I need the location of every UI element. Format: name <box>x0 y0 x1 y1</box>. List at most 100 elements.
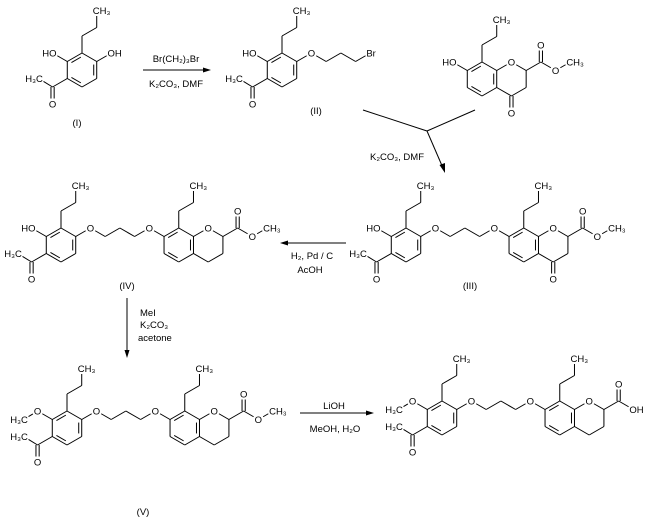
atom-label-h3c: H₃C <box>10 432 28 443</box>
compound-label-IV: (IV) <box>119 281 134 292</box>
bond <box>417 403 428 410</box>
bond <box>199 413 210 420</box>
atom-label-oh: OH <box>107 49 121 60</box>
bond <box>420 230 431 237</box>
bond <box>178 202 194 212</box>
aromatic-inner-bond <box>173 434 184 442</box>
atom-label-ch3: CH₃ <box>78 364 96 375</box>
bond <box>391 253 407 263</box>
bond <box>153 230 165 237</box>
bond <box>467 87 483 97</box>
bond <box>96 55 107 62</box>
reaction-arrow-step5: LiOH MeOH, H₂O <box>300 401 374 435</box>
atom-label-o: O <box>34 458 41 469</box>
atom-label-o: O <box>211 407 218 418</box>
aromatic-inner-bond <box>167 251 178 259</box>
atom-label-h3c: H₃C <box>4 249 22 260</box>
atom-label-o: O <box>255 415 262 426</box>
bond <box>28 413 34 418</box>
bond <box>169 436 186 446</box>
bond <box>257 55 268 62</box>
bond <box>457 64 468 71</box>
bond <box>163 253 180 263</box>
bond <box>252 78 268 88</box>
bond <box>184 410 200 420</box>
reagent-below: AcOH <box>297 265 322 276</box>
atom-label-ch3: CH₃ <box>195 364 213 375</box>
atom-label-o: O <box>409 448 416 459</box>
atom-label-o: O <box>550 224 557 235</box>
bond <box>43 80 53 88</box>
aromatic-inner-bond <box>431 404 442 412</box>
bond <box>22 255 32 263</box>
atom-label-ho: HO <box>442 58 456 69</box>
arrowhead-icon <box>280 240 288 246</box>
compound-label-V: (V) <box>137 507 150 518</box>
aromatic-inner-bond <box>271 76 282 84</box>
bond <box>212 230 224 237</box>
atom-label-o: O <box>373 275 380 286</box>
reagent-above: LiOH <box>323 401 345 412</box>
atom-label-o: O <box>249 100 256 111</box>
bond <box>559 375 575 385</box>
atom-label-ch3: CH₃ <box>493 15 511 26</box>
atom-label-o: O <box>491 224 498 235</box>
reaction-arrow-step3: H₂, Pd / C AcOH <box>280 240 346 276</box>
bond <box>456 403 467 410</box>
atom-label-o: O <box>34 407 41 418</box>
bond <box>593 403 605 410</box>
aromatic-inner-bond <box>395 231 406 239</box>
bond <box>496 64 507 71</box>
bond <box>559 400 575 410</box>
bond <box>376 253 392 263</box>
atom-label-ho: HO <box>242 49 256 60</box>
atom-label-o: O <box>432 224 439 235</box>
bond <box>427 400 443 410</box>
bond <box>256 230 263 235</box>
bond <box>508 227 525 237</box>
bond <box>193 230 204 237</box>
bond <box>57 55 68 62</box>
bond <box>467 61 483 71</box>
bond <box>267 78 283 88</box>
atom-label-o: O <box>579 207 586 218</box>
reagent-label: K₂CO₃, DMF <box>370 152 424 163</box>
bond <box>544 426 561 436</box>
reagent-above: Br(CH₂)₃Br <box>153 54 200 65</box>
bond <box>46 253 62 263</box>
bond <box>52 410 68 420</box>
reaction-arrow-step2: K₂CO₃, DMF <box>362 109 476 173</box>
atom-label-o: O <box>205 224 212 235</box>
bond <box>405 253 421 263</box>
reagent-line-3: acetone <box>138 333 172 344</box>
bond <box>110 410 127 420</box>
atom-label-o: O <box>28 275 35 286</box>
bond <box>439 230 451 237</box>
bond <box>296 55 307 62</box>
atom-label-h3c: H₃C <box>349 249 367 260</box>
bond <box>46 227 62 237</box>
bond <box>52 78 68 88</box>
bond <box>207 253 224 263</box>
bond <box>81 413 92 420</box>
bond <box>603 400 619 410</box>
bond <box>544 400 561 410</box>
bond <box>601 230 608 235</box>
atom-label-ho: HO <box>42 49 56 60</box>
aromatic-inner-bond <box>548 424 559 432</box>
atom-label-ch3: CH₃ <box>269 407 287 418</box>
aromatic-inner-bond <box>271 56 282 64</box>
bond <box>66 385 82 395</box>
atom-label-o: O <box>308 49 315 60</box>
aromatic-inner-bond <box>471 65 482 73</box>
aromatic-inner-bond <box>173 414 184 422</box>
bond <box>60 253 76 263</box>
arrowhead-icon <box>439 163 445 173</box>
bond <box>163 227 180 237</box>
reagent-line-1: MeI <box>140 308 156 319</box>
bond <box>475 403 487 410</box>
bond <box>119 227 135 237</box>
bond <box>281 52 297 62</box>
